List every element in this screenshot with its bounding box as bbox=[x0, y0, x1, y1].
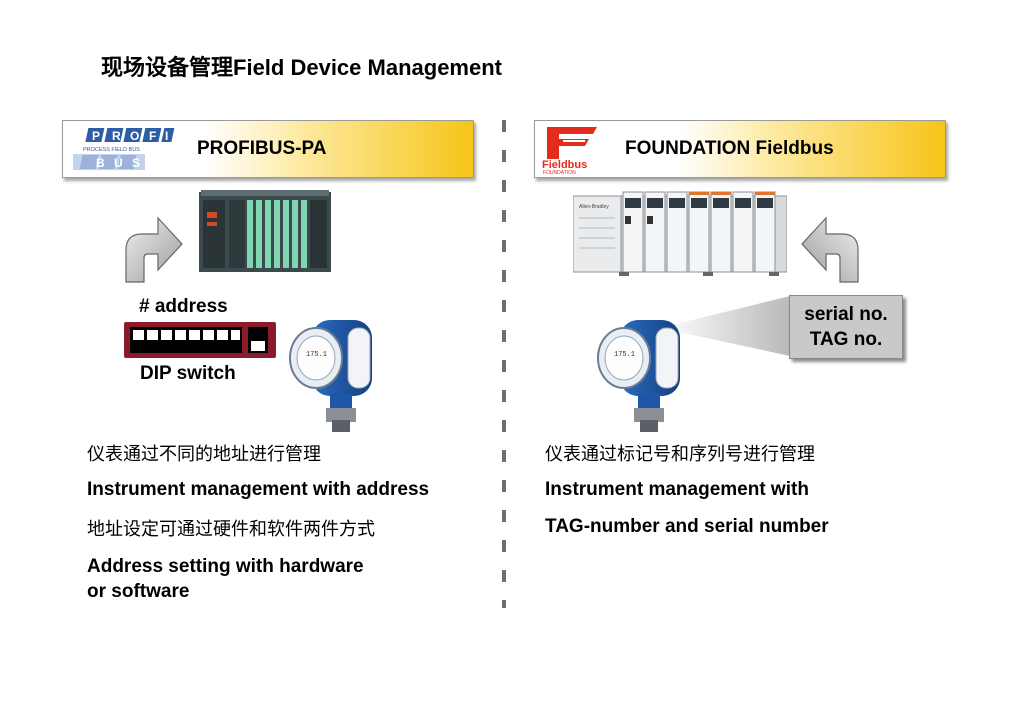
right-text-en-1: Instrument management with bbox=[545, 479, 809, 500]
right-text-en-2: TAG-number and serial number bbox=[545, 516, 829, 537]
dip-switch-label: DIP switch bbox=[140, 363, 236, 384]
svg-text:R: R bbox=[112, 129, 121, 143]
curved-arrow-icon bbox=[125, 216, 183, 283]
plc-rack-icon bbox=[199, 190, 331, 272]
svg-text:U: U bbox=[114, 156, 123, 170]
curved-arrow-icon bbox=[801, 216, 859, 283]
svg-text:Fieldbus: Fieldbus bbox=[542, 159, 587, 171]
left-text-cn-1: 仪表通过不同的地址进行管理 bbox=[87, 444, 321, 464]
profibus-banner-label: PROFIBUS-PA bbox=[197, 138, 327, 159]
callout-tag: TAG no. bbox=[809, 329, 883, 350]
dip-switch-icon bbox=[124, 322, 276, 358]
svg-text:O: O bbox=[130, 129, 139, 143]
fieldbus-banner: Fieldbus FOUNDATION FOUNDATION Fieldbus bbox=[534, 120, 946, 178]
serial-tag-callout: serial no. TAG no. bbox=[789, 295, 903, 359]
controllogix-rack-icon: Allen-Bradley bbox=[573, 191, 787, 276]
svg-text:PROCESS FIELD BUS: PROCESS FIELD BUS bbox=[83, 147, 140, 153]
svg-text:Allen-Bradley: Allen-Bradley bbox=[579, 204, 609, 210]
callout-serial: serial no. bbox=[804, 304, 888, 325]
svg-text:S: S bbox=[132, 156, 140, 170]
svg-text:I: I bbox=[165, 129, 168, 143]
left-text-en-2: Address setting with hardware or softwar… bbox=[87, 554, 364, 604]
page-title-cn: 现场设备管理 bbox=[101, 55, 234, 80]
left-text-en-2-line2: or software bbox=[87, 581, 190, 602]
section-divider bbox=[502, 120, 506, 608]
svg-text:175.1: 175.1 bbox=[306, 351, 327, 359]
fieldbus-banner-label: FOUNDATION Fieldbus bbox=[625, 138, 834, 159]
svg-text:F: F bbox=[149, 129, 156, 143]
left-text-en-2-line1: Address setting with hardware bbox=[87, 556, 364, 577]
fieldbus-logo: Fieldbus FOUNDATION bbox=[542, 127, 597, 175]
svg-text:P: P bbox=[92, 129, 100, 143]
svg-text:B: B bbox=[96, 156, 105, 170]
pressure-transmitter-icon: 175.1 bbox=[597, 320, 680, 432]
callout-beam bbox=[660, 296, 790, 356]
page-title-en: Field Device Management bbox=[233, 55, 502, 80]
svg-text:175.1: 175.1 bbox=[614, 351, 635, 359]
svg-text:FOUNDATION: FOUNDATION bbox=[543, 170, 576, 175]
pressure-transmitter-icon: 175.1 bbox=[289, 320, 372, 432]
page-title: 现场设备管理Field Device Management bbox=[101, 50, 502, 82]
address-label: # address bbox=[139, 296, 228, 317]
left-text-cn-2: 地址设定可通过硬件和软件两件方式 bbox=[87, 519, 375, 539]
left-text-en-1: Instrument management with address bbox=[87, 479, 430, 500]
right-text-cn-1: 仪表通过标记号和序列号进行管理 bbox=[545, 444, 815, 464]
